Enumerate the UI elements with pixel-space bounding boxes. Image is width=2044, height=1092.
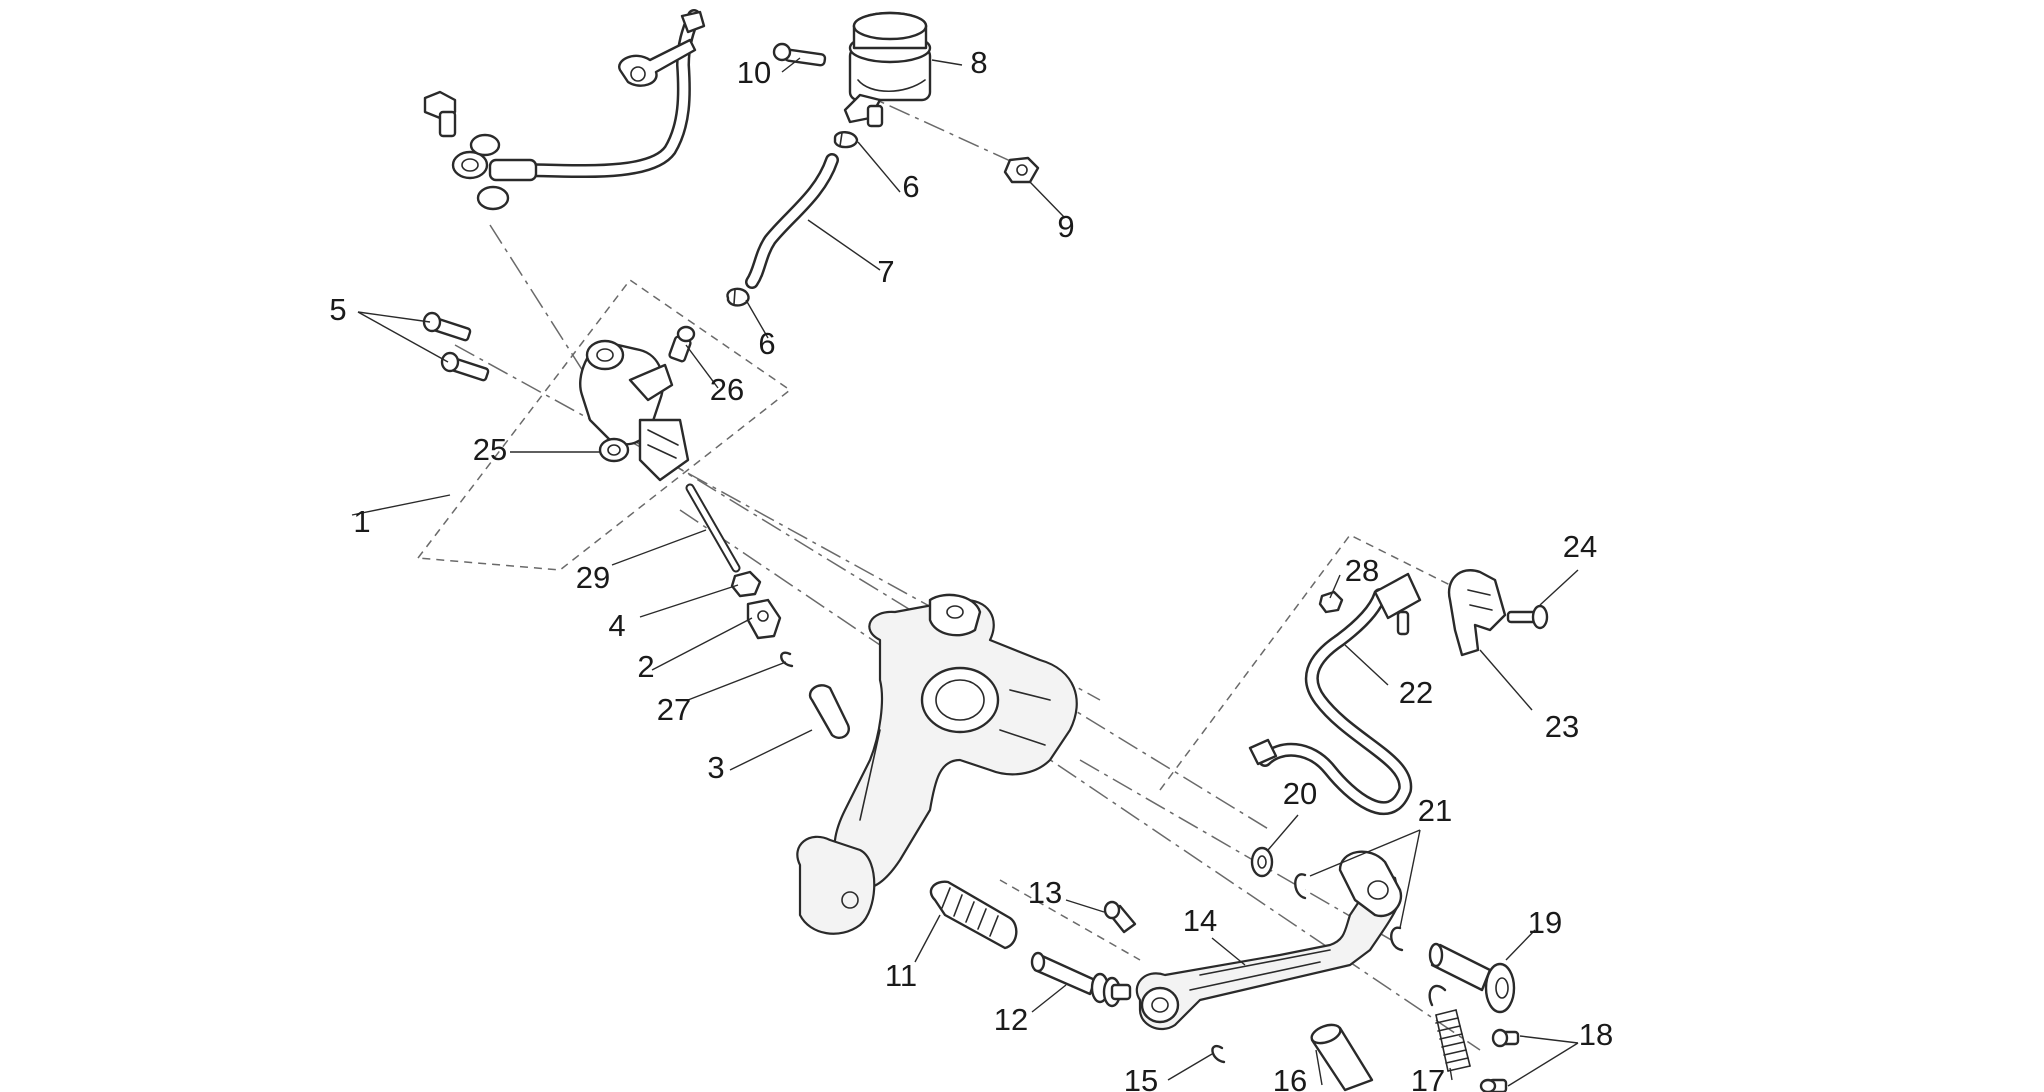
- screw-part-18-upper: [1491, 1028, 1520, 1048]
- hose-part-7: [745, 153, 839, 289]
- kit-outline-1: [416, 278, 792, 571]
- peg-rubber-part-11: [929, 880, 1018, 950]
- callout-15: 15: [1124, 1063, 1158, 1092]
- callout-18: 18: [1579, 1017, 1613, 1052]
- nut-part-28: [1318, 590, 1344, 614]
- callout-23: 23: [1545, 709, 1579, 744]
- callout-2: 2: [637, 649, 654, 684]
- screw-part-10: [772, 42, 827, 67]
- clevis-part-2: [746, 598, 782, 640]
- bushing-part-16: [1310, 1023, 1374, 1092]
- callout-9: 9: [1057, 209, 1074, 244]
- callout-7: 7: [877, 254, 894, 289]
- pin-part-3: [808, 684, 850, 739]
- bolt-part-5-upper: [422, 311, 472, 342]
- callout-13: 13: [1028, 875, 1062, 910]
- switch-bracket-part-23: [1447, 569, 1507, 657]
- bleed-valve-part-26: [668, 325, 696, 363]
- circlip-part-21-right: [1390, 926, 1404, 952]
- callout-12: 12: [994, 1002, 1028, 1037]
- screw-part-18-lower: [1479, 1078, 1508, 1092]
- callout-1: 1: [353, 504, 370, 539]
- nut-part-4: [730, 570, 762, 598]
- callout-19: 19: [1528, 905, 1562, 940]
- clamp-part-6-upper: [833, 131, 859, 149]
- callout-3: 3: [707, 750, 724, 785]
- callout-27: 27: [657, 692, 691, 727]
- master-cylinder: [579, 339, 690, 482]
- callout-26: 26: [710, 372, 744, 407]
- callout-16: 16: [1273, 1063, 1307, 1092]
- spring-part-17: [1428, 984, 1471, 1072]
- reservoir-part-8: [843, 11, 932, 128]
- circlip-part-27: [780, 651, 794, 668]
- callout-17: 17: [1411, 1063, 1445, 1092]
- callout-5: 5: [329, 292, 346, 327]
- callout-22: 22: [1399, 675, 1433, 710]
- callout-14: 14: [1183, 903, 1217, 938]
- callout-21: 21: [1418, 793, 1452, 828]
- footrest-bracket: [796, 593, 1078, 935]
- leader-lines: [351, 57, 1579, 1087]
- callout-25: 25: [473, 432, 507, 467]
- callout-4: 4: [608, 608, 625, 643]
- callout-20: 20: [1283, 776, 1317, 811]
- circlip-part-21-left: [1294, 873, 1307, 900]
- callout-6-lower: 6: [758, 326, 775, 361]
- nut-part-9: [1003, 156, 1040, 184]
- clamp-part-6-lower: [726, 287, 750, 307]
- banjo-bolt: [423, 90, 457, 138]
- axis-reservoir-9: [854, 89, 1031, 171]
- pivot-bolt-part-19: [1428, 942, 1516, 1014]
- washer-part-20: [1250, 846, 1274, 878]
- brake-lever-part-14: [1135, 850, 1403, 1031]
- callout-11: 11: [885, 958, 917, 993]
- circlip-part-15: [1211, 1045, 1226, 1064]
- bolt-part-5-lower: [440, 351, 490, 382]
- callout-labels: 1 2 3 4 5 6 6 7 8 9 10 11 12 13 14 15 16…: [329, 45, 1613, 1092]
- brake-switch-part-22: [1248, 572, 1422, 816]
- callout-6-upper: 6: [902, 169, 919, 204]
- axis-hose-to-pump: [489, 224, 596, 391]
- screw-part-24: [1506, 604, 1549, 630]
- axis-rod-to-pedal: [679, 509, 1481, 1051]
- screw-part-13: [1103, 900, 1137, 934]
- callout-10: 10: [737, 55, 771, 90]
- callout-28: 28: [1345, 553, 1379, 588]
- brake-hose-assembly: [451, 9, 706, 211]
- callout-8: 8: [970, 45, 987, 80]
- callout-29: 29: [576, 560, 610, 595]
- peg-pin-part-12: [1030, 951, 1132, 1008]
- axis-pivot-19: [1079, 759, 1401, 946]
- callout-24: 24: [1563, 529, 1597, 564]
- sensor-bracket-outline: [1159, 534, 1461, 791]
- push-rod-part-29: [685, 483, 741, 573]
